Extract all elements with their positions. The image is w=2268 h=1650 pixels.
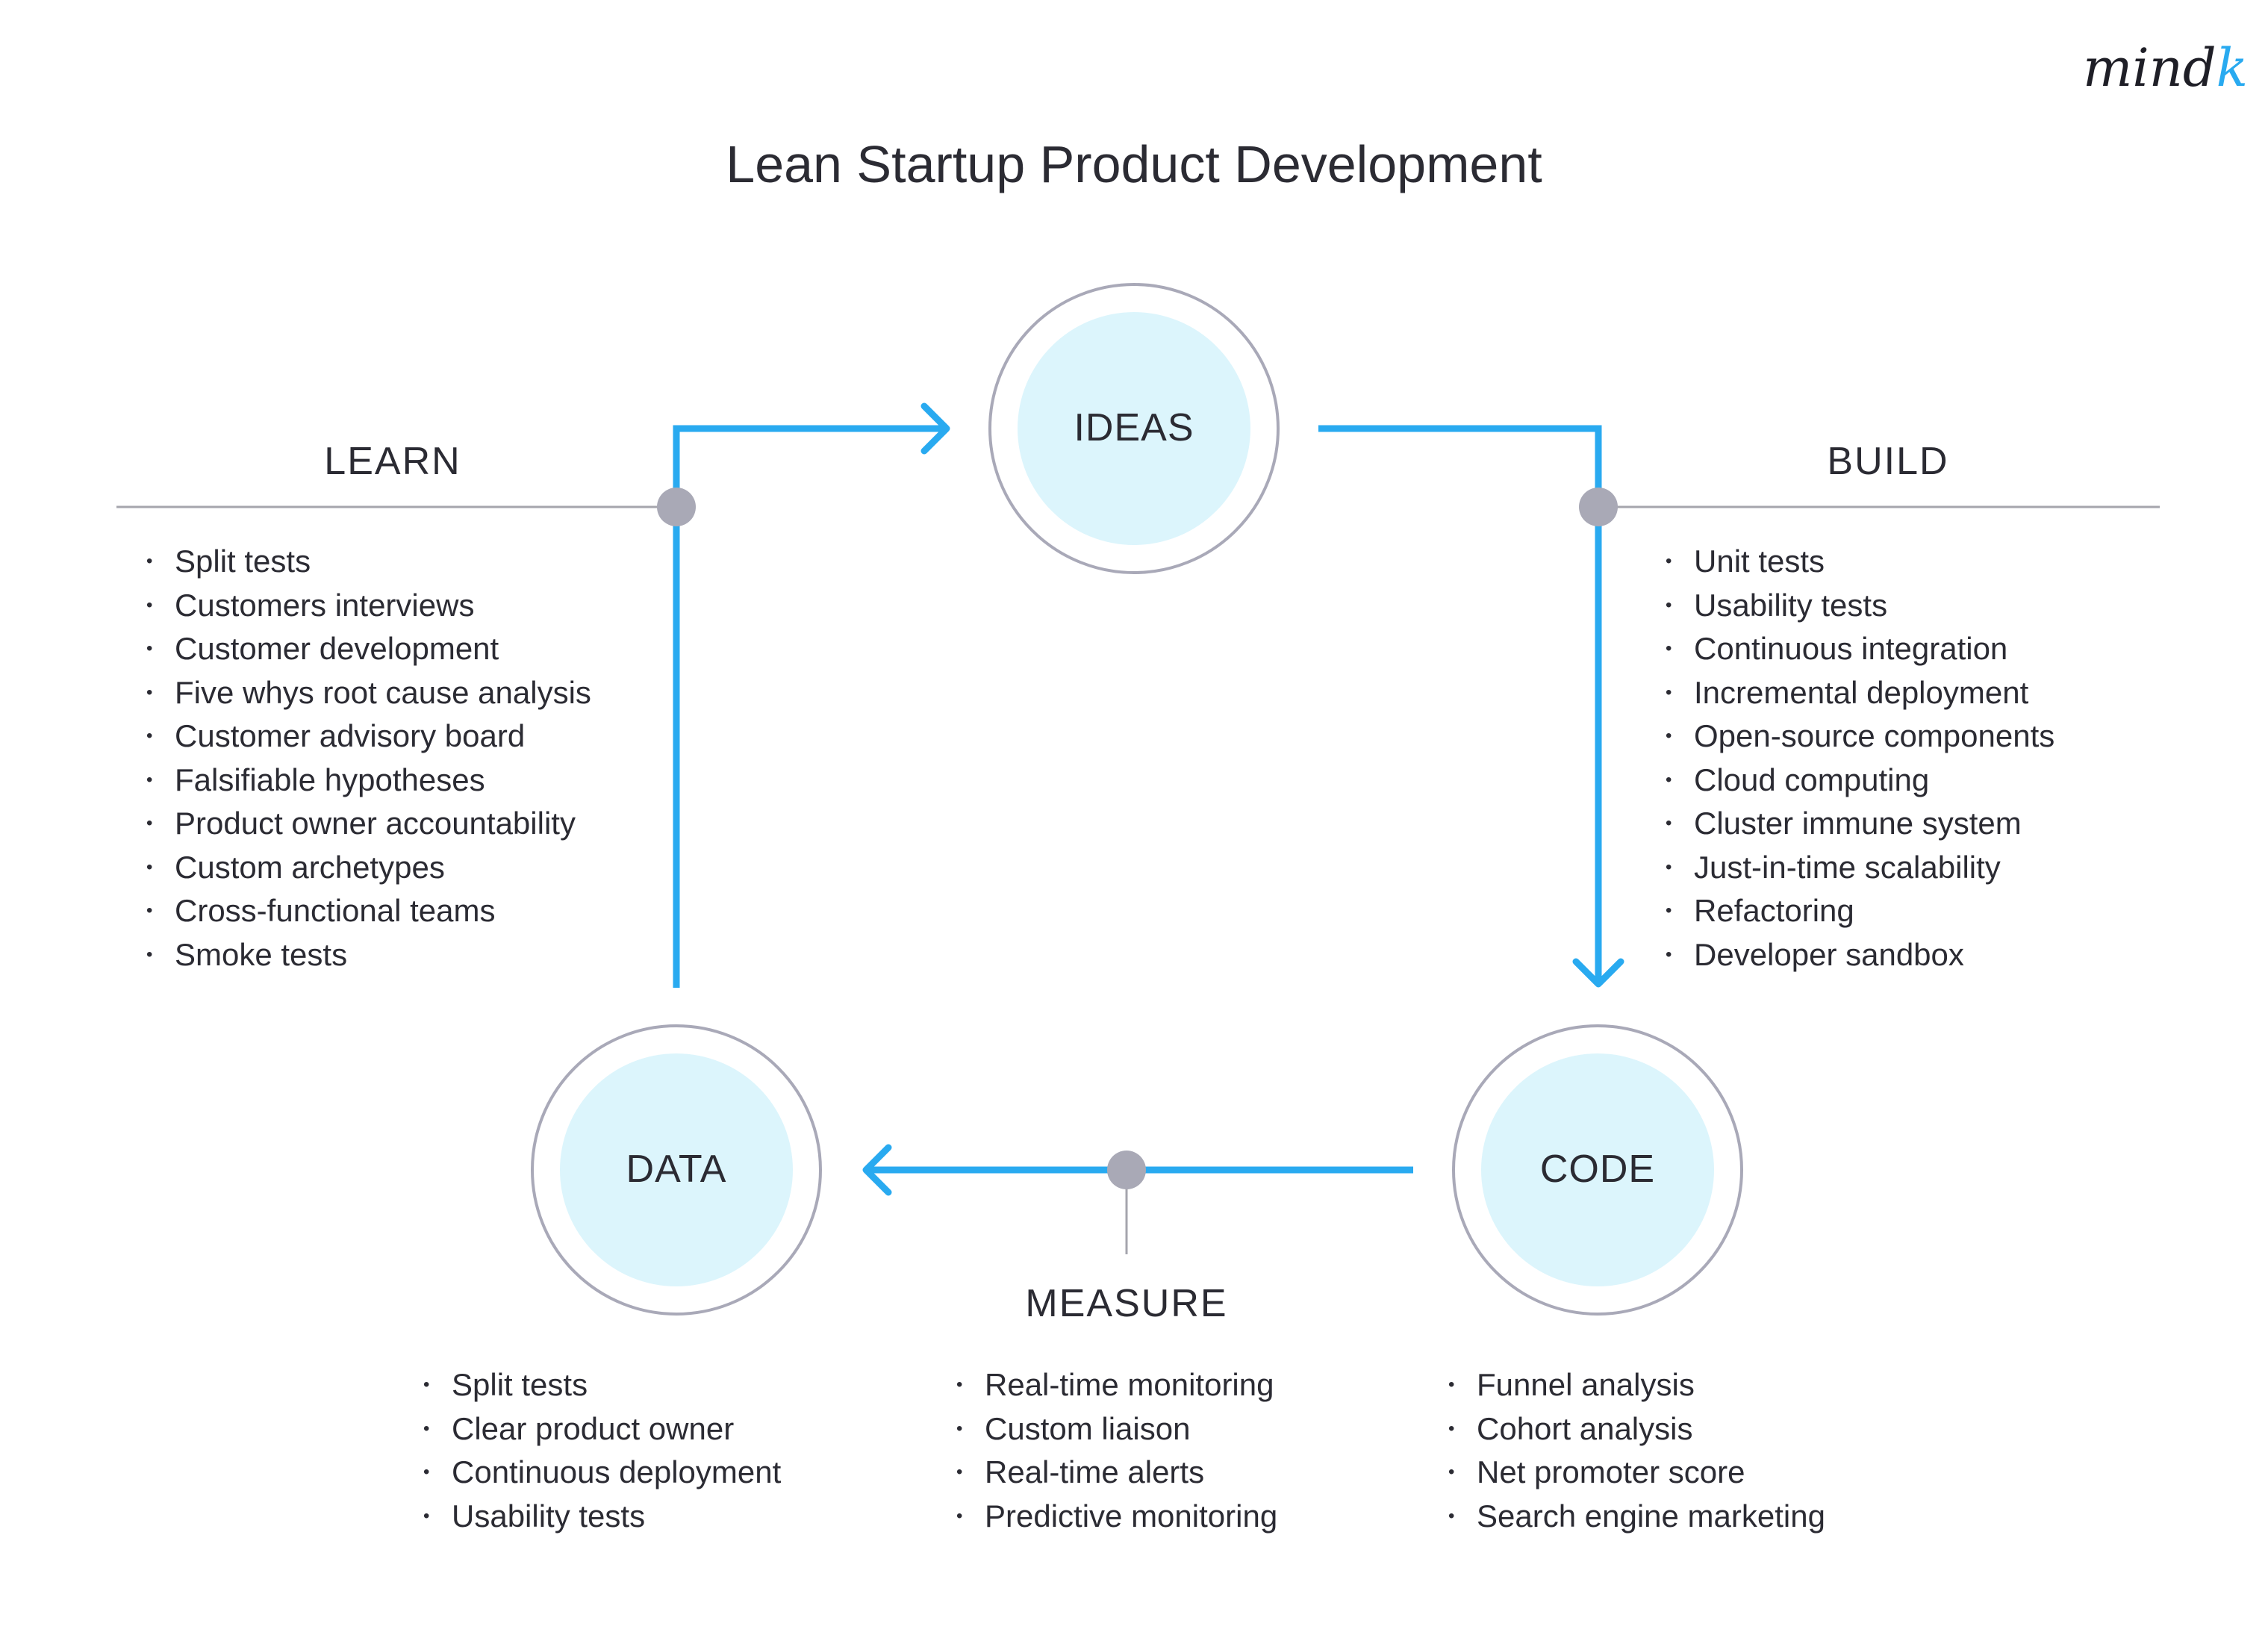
data-list: Split tests Clear product owner Continuo…	[423, 1363, 781, 1538]
measure-arrowhead	[862, 1144, 892, 1196]
list-item: Custom archetypes	[146, 846, 591, 890]
list-item: Customer advisory board	[146, 715, 591, 759]
code-label: CODE	[1539, 1148, 1656, 1191]
list-item: Open-source components	[1666, 715, 2054, 759]
build-arrowhead	[1572, 958, 1624, 988]
list-item: Five whys root cause analysis	[146, 671, 591, 715]
learn-list: Split tests Customers interviews Custome…	[146, 540, 591, 977]
logo-accent: k	[2216, 37, 2249, 99]
list-item: Clear product owner	[423, 1407, 781, 1451]
list-item: Usability tests	[423, 1495, 781, 1539]
list-item: Customers interviews	[146, 584, 591, 628]
list-item: Incremental deployment	[1666, 671, 2054, 715]
learn-to-ideas-arrow	[673, 425, 947, 988]
ideas-to-code-arrow	[1318, 425, 1602, 984]
ideas-label: IDEAS	[1074, 406, 1194, 449]
list-item: Split tests	[423, 1363, 781, 1407]
list-item: Cloud computing	[1666, 759, 2054, 803]
measure-junction-dot	[1107, 1151, 1146, 1189]
learn-arrowhead	[920, 402, 950, 455]
learn-junction-dot	[657, 488, 696, 526]
list-item: Unit tests	[1666, 540, 2054, 584]
list-item: Customer development	[146, 627, 591, 671]
build-stage-label: BUILD	[1827, 440, 1949, 483]
learn-stage-label: LEARN	[324, 440, 461, 483]
list-item: Developer sandbox	[1666, 933, 2054, 977]
list-item: Cohort analysis	[1448, 1407, 1825, 1451]
list-item: Search engine marketing	[1448, 1495, 1825, 1539]
list-item: Falsifiable hypotheses	[146, 759, 591, 803]
build-list: Unit tests Usability tests Continuous in…	[1666, 540, 2054, 977]
list-item: Real-time monitoring	[956, 1363, 1277, 1407]
build-junction-dot	[1579, 488, 1618, 526]
list-item: Net promoter score	[1448, 1451, 1825, 1495]
list-item: Usability tests	[1666, 584, 2054, 628]
data-label: DATA	[626, 1148, 727, 1191]
list-item: Product owner accountability	[146, 802, 591, 846]
list-item: Cross-functional teams	[146, 889, 591, 933]
list-item: Split tests	[146, 540, 591, 584]
list-item: Real-time alerts	[956, 1451, 1277, 1495]
list-item: Just-in-time scalability	[1666, 846, 2054, 890]
list-item: Funnel analysis	[1448, 1363, 1825, 1407]
list-item: Continuous integration	[1666, 627, 2054, 671]
list-item: Continuous deployment	[423, 1451, 781, 1495]
data-node	[531, 1024, 822, 1316]
page-title: Lean Startup Product Development	[726, 135, 1542, 193]
list-item: Cluster immune system	[1666, 802, 2054, 846]
list-item: Refactoring	[1666, 889, 2054, 933]
list-item: Custom liaison	[956, 1407, 1277, 1451]
list-item: Predictive monitoring	[956, 1495, 1277, 1539]
brand-logo: mindk	[2083, 37, 2248, 99]
list-item: Smoke tests	[146, 933, 591, 977]
code-node	[1452, 1024, 1743, 1316]
logo-text: mind	[2083, 37, 2216, 99]
measure-list: Real-time monitoring Custom liaison Real…	[956, 1363, 1277, 1538]
measure-stage-label: MEASURE	[1025, 1282, 1228, 1325]
ideas-node	[988, 283, 1280, 574]
code-list: Funnel analysis Cohort analysis Net prom…	[1448, 1363, 1825, 1538]
